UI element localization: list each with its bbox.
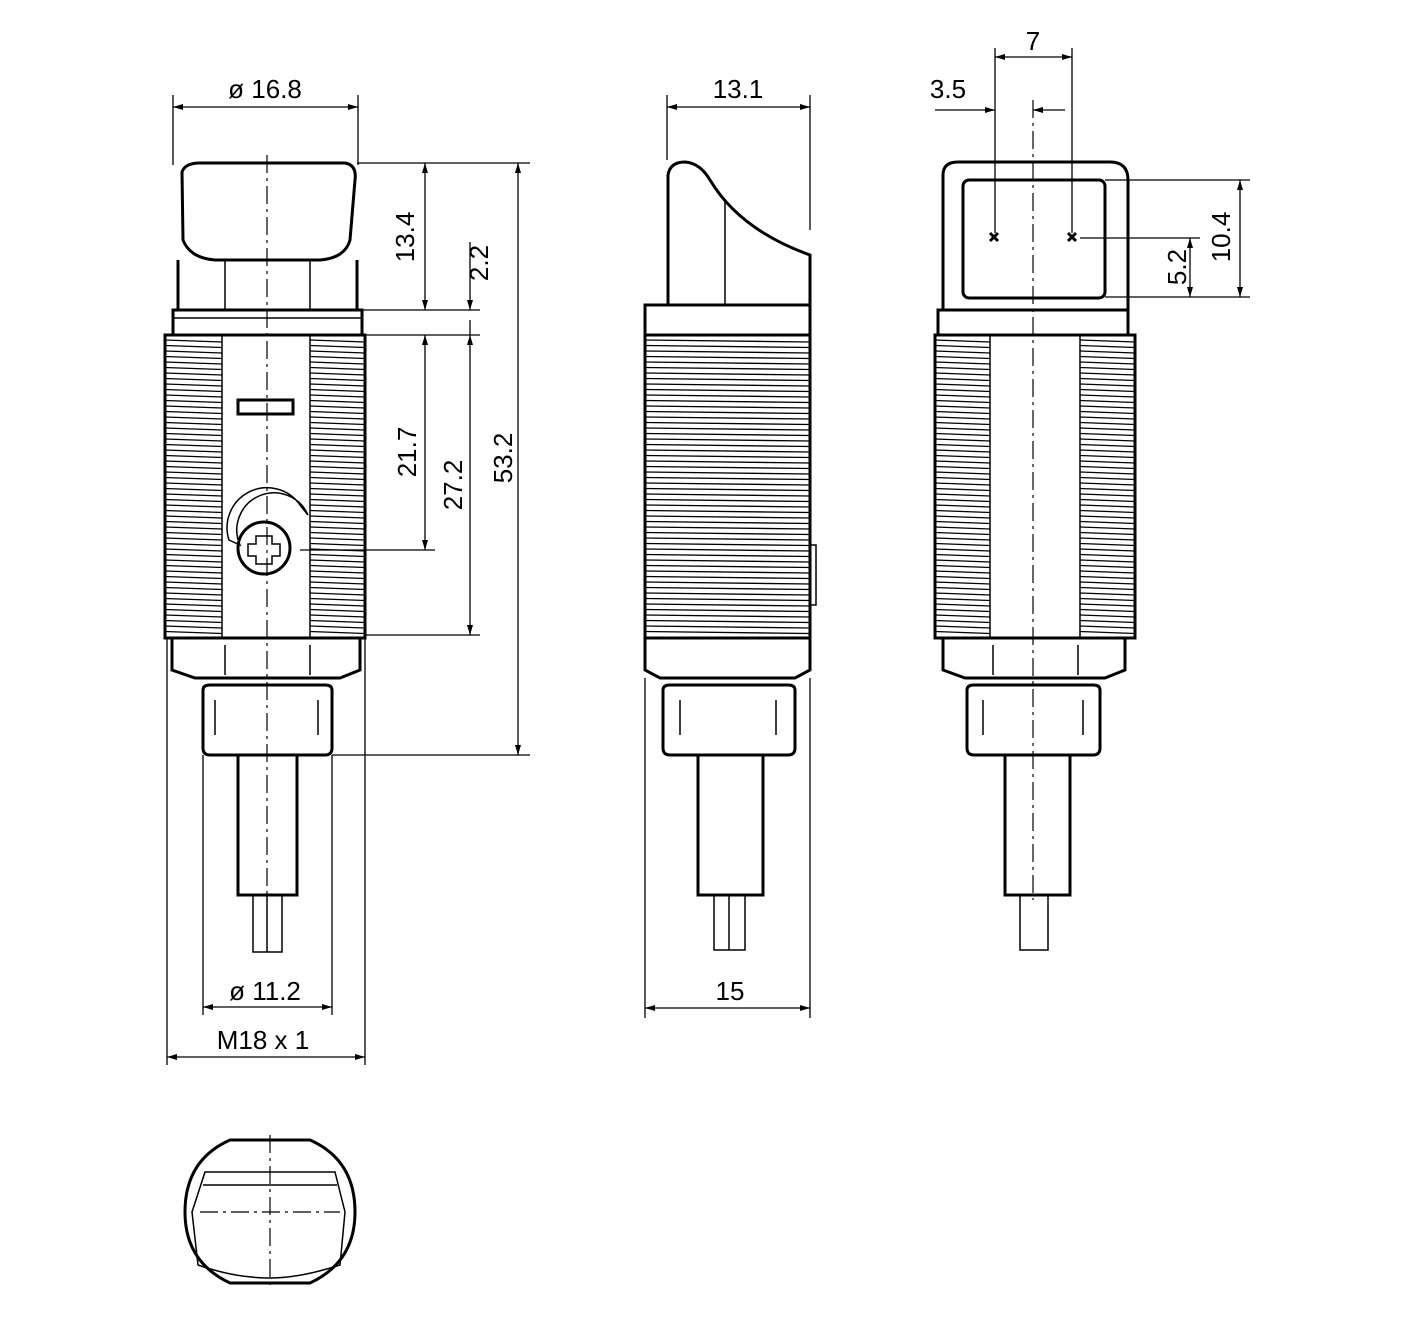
thread-hatching: [644, 339, 811, 635]
led-indicator: [236, 398, 295, 416]
rear-view: [933, 100, 1137, 951]
dim-collar: 2.2: [464, 245, 494, 281]
thread-hatching: [164, 339, 366, 635]
dim-thread: M18 x 1: [217, 1025, 310, 1055]
dim-axis-offset: 3.5: [930, 74, 966, 104]
dim-connector-diameter: ø 11.2: [229, 976, 301, 1006]
dim-pot-position: 21.7: [392, 427, 422, 478]
dim-head-diameter: ø 16.8: [228, 74, 302, 104]
thread-hatching: [934, 339, 1136, 635]
top-view: [183, 1135, 357, 1285]
front-dimensions: ø 16.8 13.4 2.2 21.7 27.2 53.2 ø 11.2 M1…: [166, 74, 530, 1065]
lens-window: [961, 178, 1107, 300]
dim-axis-height: 5.2: [1162, 249, 1192, 285]
dim-window-height: 10.4: [1206, 212, 1236, 263]
side-dimensions: 13.1 15: [644, 74, 811, 1018]
side-view: [643, 160, 817, 951]
rear-dimensions: 7 3.5 10.4 5.2: [930, 26, 1250, 298]
dim-axis-spacing: 7: [1026, 26, 1040, 56]
front-view: [163, 155, 367, 953]
potentiometer: [236, 520, 292, 576]
dim-thread-length: 27.2: [438, 460, 468, 511]
dim-total-length: 53.2: [488, 433, 518, 484]
dim-head-depth: 13.1: [713, 74, 764, 104]
dim-side-width: 15: [716, 976, 745, 1006]
dim-head-height: 13.4: [390, 212, 420, 263]
optical-axis-marks: [988, 231, 1078, 243]
